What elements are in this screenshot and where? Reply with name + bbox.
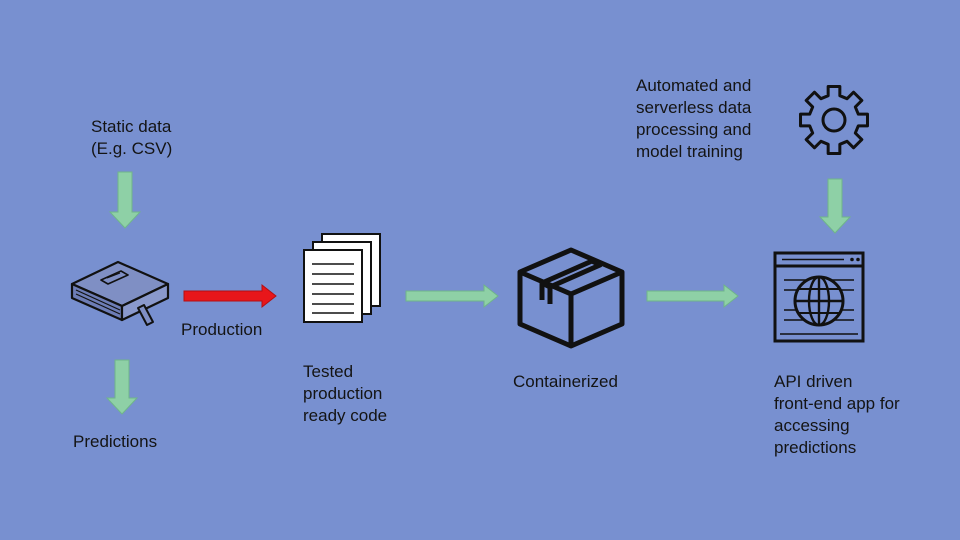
arrow-gear-to-app bbox=[818, 178, 852, 234]
arrow-container-to-app bbox=[646, 283, 739, 309]
arrow-down-to-notebook bbox=[108, 171, 142, 229]
containerized-label: Containerized bbox=[513, 372, 618, 391]
predictions-label: Predictions bbox=[73, 432, 158, 451]
automated-training-label: Automated and serverless data processing… bbox=[636, 76, 752, 161]
production-label: Production bbox=[181, 320, 263, 339]
static-data-label: Static data (E.g. CSV) bbox=[91, 117, 173, 158]
package-box-icon bbox=[517, 247, 625, 349]
notebook-icon bbox=[70, 260, 170, 326]
arrow-code-to-container bbox=[405, 283, 499, 309]
gear-icon bbox=[799, 85, 869, 155]
browser-globe-icon bbox=[773, 251, 865, 343]
arrow-down-to-predictions bbox=[105, 359, 139, 415]
api-app-label: API driven front-end app for accessing p… bbox=[774, 372, 900, 457]
document-stack-icon bbox=[303, 233, 381, 323]
production-arrow bbox=[183, 283, 277, 309]
tested-code-label: Tested production ready code bbox=[303, 362, 388, 425]
